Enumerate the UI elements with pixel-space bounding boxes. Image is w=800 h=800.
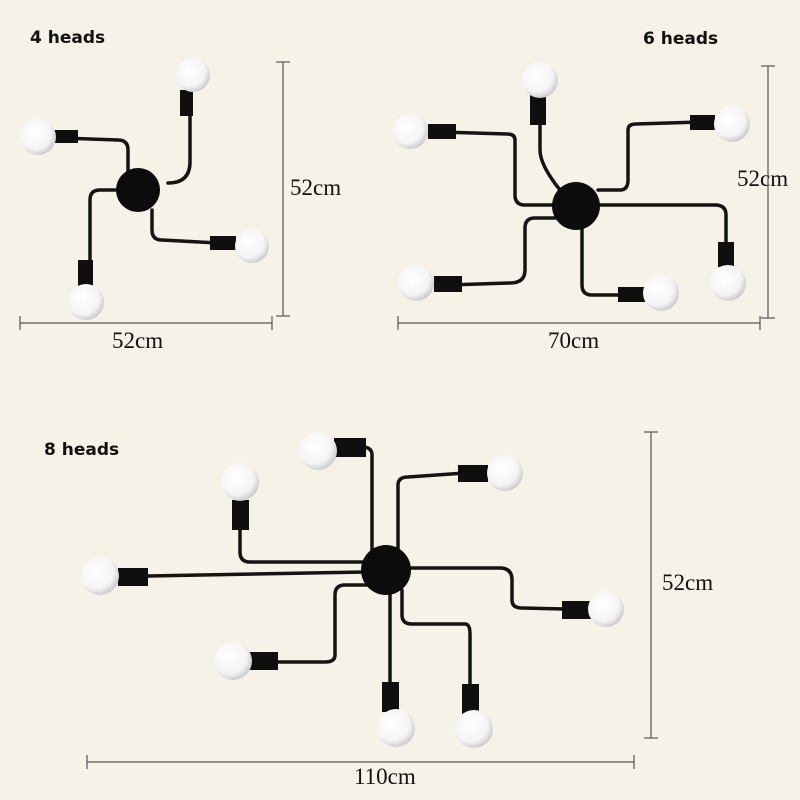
bulb [81, 557, 119, 595]
heads-label-8: 8 heads [44, 440, 120, 460]
bulb [221, 463, 259, 501]
width-dimension-6-heads: 70cm [548, 328, 600, 353]
bulb [299, 432, 337, 470]
socket [530, 95, 546, 125]
bulb [643, 275, 679, 311]
bulb [487, 455, 523, 491]
socket [180, 90, 193, 116]
ceiling-base [552, 182, 600, 230]
ceiling-base [116, 168, 160, 212]
ceiling-base [361, 545, 411, 595]
height-dimension-4-heads: 52cm [290, 175, 342, 200]
socket [690, 115, 715, 130]
socket [210, 236, 236, 250]
dimension-lines-8-heads [86, 431, 658, 769]
bulb [377, 709, 415, 747]
heads-label-6: 6 heads [643, 29, 719, 49]
socket [52, 130, 78, 143]
chandelier-8-heads [81, 432, 624, 748]
bulb [455, 710, 493, 748]
bulb [392, 113, 428, 149]
socket [428, 124, 456, 139]
bulb [214, 642, 252, 680]
height-dimension-6-heads: 52cm [737, 166, 789, 191]
bulb [20, 119, 56, 155]
socket [562, 601, 594, 619]
socket [718, 242, 734, 267]
bulb [710, 265, 746, 301]
bulb [522, 62, 558, 98]
socket [78, 260, 93, 286]
bulb [235, 229, 269, 263]
chandelier-6-heads [392, 62, 750, 311]
socket [248, 652, 278, 670]
bulb [714, 106, 750, 142]
socket [334, 438, 366, 457]
bulb [176, 58, 210, 92]
heads-label-4: 4 heads [30, 28, 106, 48]
bulb [68, 284, 104, 320]
socket [434, 276, 462, 292]
socket [232, 500, 249, 530]
width-dimension-4-heads: 52cm [112, 328, 164, 353]
socket [462, 684, 479, 714]
bulb [588, 591, 624, 627]
dimension-lines-4-heads [19, 61, 290, 330]
socket [618, 287, 645, 302]
chandelier-4-heads [20, 58, 269, 320]
dimension-lines-6-heads [397, 65, 775, 330]
socket [382, 682, 399, 712]
width-dimension-8-heads: 110cm [354, 764, 416, 789]
bulb [398, 265, 434, 301]
socket [118, 568, 148, 586]
height-dimension-8-heads: 52cm [662, 570, 714, 595]
arms [438, 96, 728, 297]
socket [458, 465, 488, 482]
